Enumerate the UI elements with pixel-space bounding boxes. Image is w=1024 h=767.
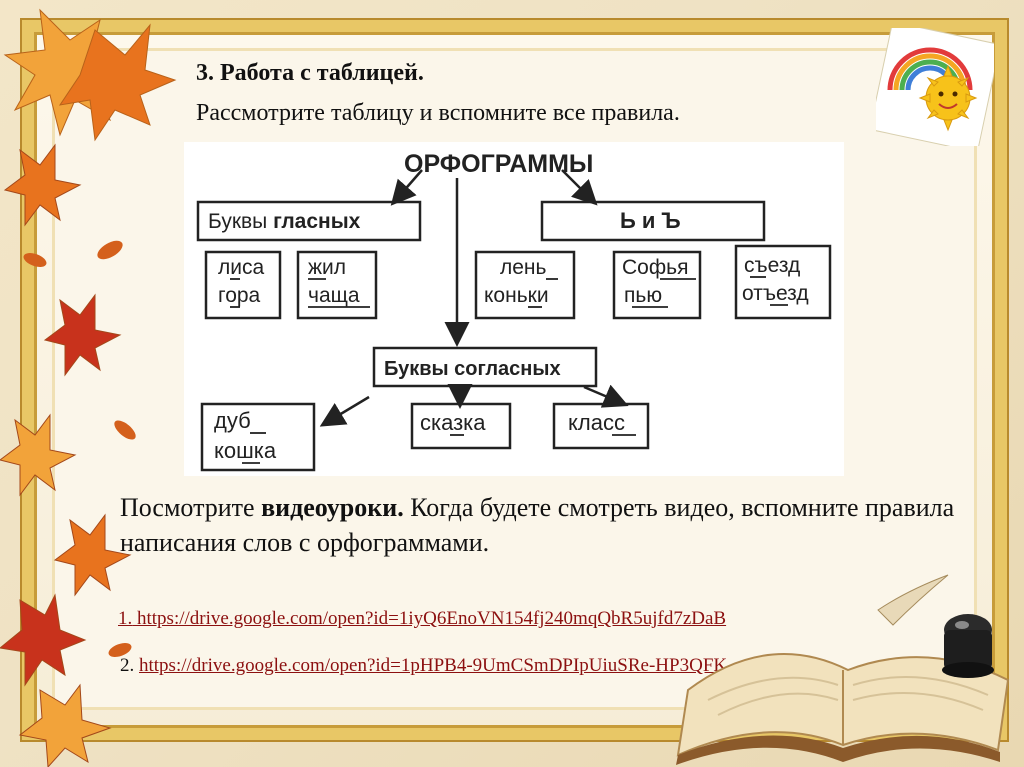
sign-ex-1-line1: лень [500,256,547,279]
link-2-number: 2. [120,655,135,676]
consonant-example-box-3 [552,402,650,450]
vowel-ex-1-line2: гора [218,284,261,307]
vowels-label-bold: гласных [273,210,361,233]
arrow-to-vowels [390,169,423,206]
vowel-ex-2-line1: жил [308,256,346,279]
arrow-to-klass [583,384,629,408]
orthography-diagram: ОРФОГРАММЫ Буквы гласных Ь и Ъ Буквы сог… [184,142,844,476]
sign-ex-1-line2: коньки [484,284,549,307]
svg-text:Буквы гласных: Буквы гласных [208,210,361,233]
vowel-example-box-1 [204,250,282,320]
vowel-example-box-2 [296,250,378,320]
link-1-url[interactable]: https://drive.google.com/open?id=1iyQ6En… [137,608,727,629]
instruction-prefix: Посмотрите [120,493,262,522]
sign-example-box-3 [734,244,832,320]
book-inkwell-picture [676,574,1010,765]
slide-title: 3. Работа с таблицей. [196,60,424,87]
signs-label: Ь и Ъ [620,208,681,233]
consonant-ex-2-line1: сказка [420,410,486,435]
autumn-leaves-decoration [0,8,177,767]
video-link-1[interactable]: 1. https://drive.google.com/open?id=1iyQ… [118,608,726,630]
video-lesson-instruction: Посмотрите видеоуроки. Когда будете смот… [120,490,960,560]
vowels-label-prefix: Буквы [208,210,267,233]
link-2-url[interactable]: https://drive.google.com/open?id=1pHPB4-… [139,655,770,676]
sun-rainbow-picture [876,28,994,146]
sign-ex-3-line1: съезд [744,254,800,277]
sign-ex-2-line2: пью [624,284,662,307]
instruction-bold: видеоуроки. [261,493,404,522]
vowel-ex-2-line2: чаща [308,284,360,307]
consonants-label: Буквы согласных [384,358,561,380]
arrow-to-signs [561,169,598,206]
consonant-example-box-2 [410,402,512,450]
video-link-2-row: 2. https://drive.google.com/open?id=1pHP… [120,655,769,677]
sign-example-box-2 [612,250,702,320]
arrow-to-dub [319,395,370,427]
consonants-box [372,346,598,388]
sign-ex-2-line1: Софья [622,256,688,279]
vowel-ex-1-line1: лиса [218,256,264,279]
instruction-rest: Когда будете смотреть видео, вспомните п… [120,493,955,557]
slide-subtitle: Рассмотрите таблицу и вспомните все прав… [196,100,680,126]
sign-ex-3-line2: отъезд [742,282,809,305]
title-text: . Работа с таблицей. [208,60,424,86]
sign-example-box-1 [474,250,576,320]
vowels-box [196,200,422,242]
diagram-root-label: ОРФОГРАММЫ [404,150,593,178]
consonant-ex-1-line1: дуб [214,408,251,433]
title-number: 3 [196,60,208,86]
consonant-example-box-1 [200,402,316,472]
link-1-number: 1. [118,608,133,629]
consonant-ex-1-line2: кошка [214,438,277,463]
signs-box [540,200,766,242]
consonant-ex-3-line1: класс [568,410,625,435]
